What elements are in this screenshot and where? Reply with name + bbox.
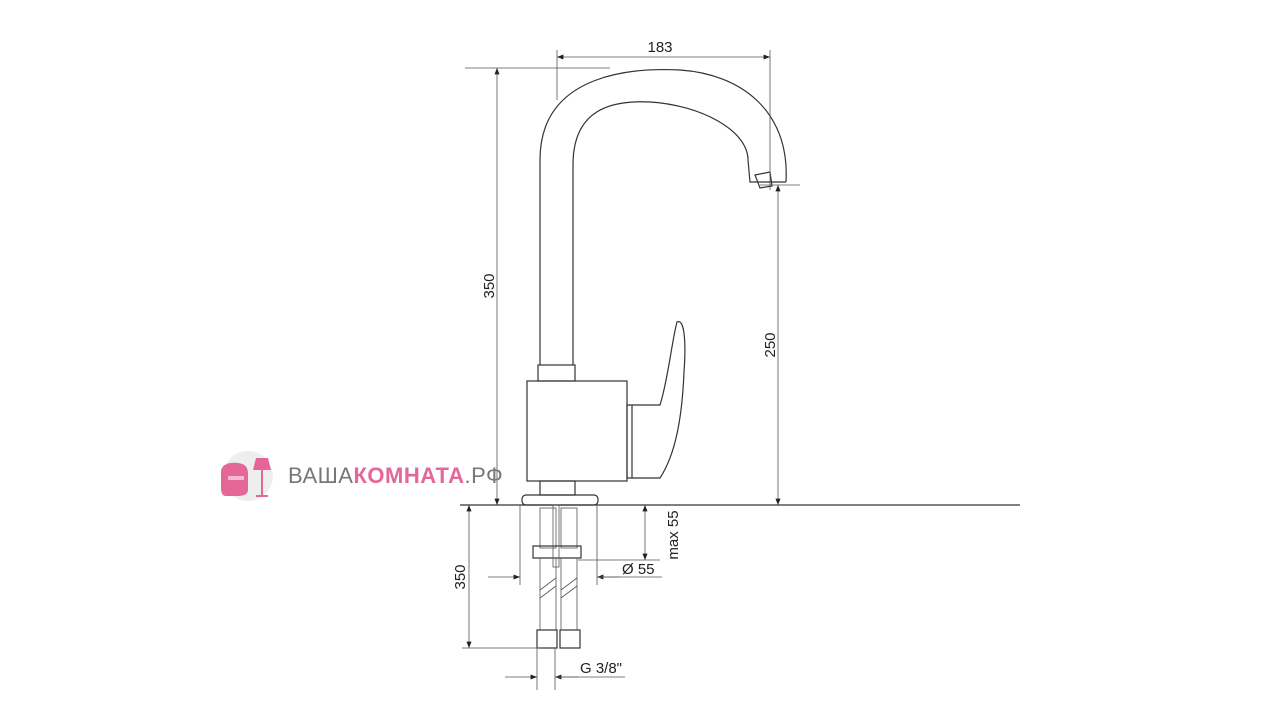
handle xyxy=(626,321,686,479)
dim-hole-diameter: Ø 55 xyxy=(622,561,655,578)
dim-total-height: 350 xyxy=(481,273,498,298)
spout-tip xyxy=(747,159,786,189)
body-neck xyxy=(539,480,576,496)
site-logo[interactable]: ВАШАКОМНАТА.РФ xyxy=(218,450,503,502)
logo-brand: КОМНАТА xyxy=(353,463,465,488)
dim-hose-length: 350 xyxy=(452,564,469,589)
faucet-body xyxy=(526,380,628,482)
dim-spout-reach: 183 xyxy=(647,39,672,56)
armchair-lamp-icon xyxy=(221,451,273,501)
logo-suffix: .РФ xyxy=(464,463,504,488)
collar xyxy=(537,364,576,382)
dim-max-thickness: max 55 xyxy=(665,510,682,559)
logo-text: ВАШАКОМНАТА.РФ xyxy=(288,463,503,489)
spout-inner xyxy=(572,101,749,365)
supply-hoses xyxy=(532,504,582,649)
dim-thread: G 3/8" xyxy=(580,660,622,677)
spout-outer xyxy=(539,69,787,365)
logo-prefix: ВАША xyxy=(288,463,354,488)
dim-spout-height: 250 xyxy=(762,332,779,357)
base-plate xyxy=(521,494,599,506)
